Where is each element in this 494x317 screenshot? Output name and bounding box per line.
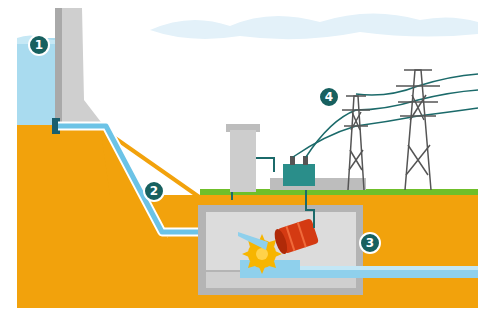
callout-number: 4 <box>318 86 340 108</box>
callout-number: 3 <box>359 232 381 254</box>
callout-number: 1 <box>28 34 50 56</box>
callout-number: 2 <box>143 180 165 202</box>
